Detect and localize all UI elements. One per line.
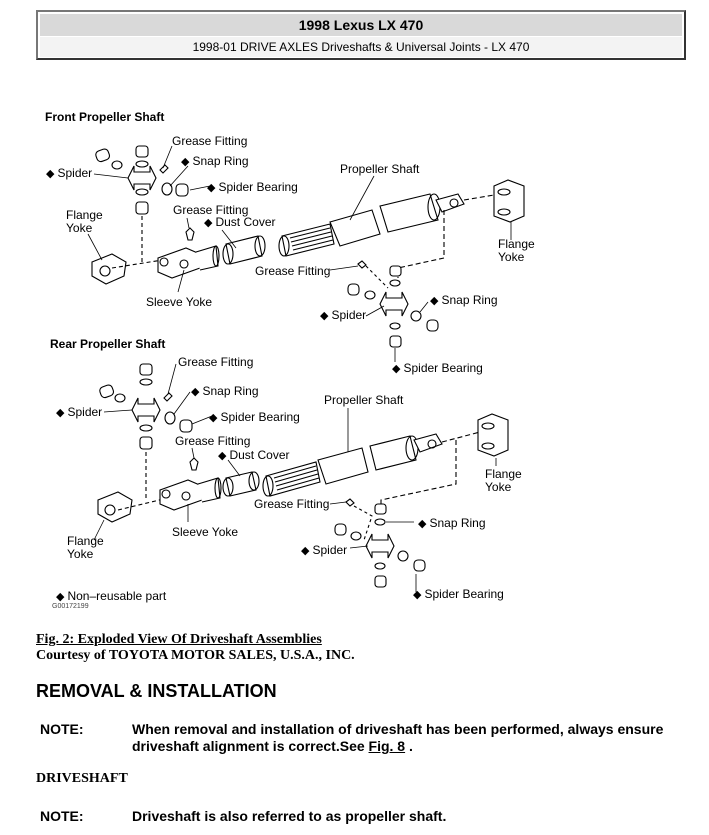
rear-label-snap-ring-2: Snap Ring — [418, 516, 486, 531]
front-grease-fitting — [185, 227, 195, 241]
front-label-snap-ring-2: Snap Ring — [430, 293, 498, 308]
figure-caption-courtesy: Courtesy of TOYOTA MOTOR SALES, U.S.A., … — [36, 648, 355, 663]
document-header: 1998 Lexus LX 470 1998-01 DRIVE AXLES Dr… — [36, 10, 686, 60]
legend-non-reusable: Non–reusable part — [56, 589, 166, 604]
rear-label-dust-cover: Dust Cover — [218, 448, 290, 463]
front-label-spider-2: Spider — [320, 308, 366, 323]
non-reusable-icon — [207, 180, 218, 194]
non-reusable-icon — [320, 308, 331, 322]
front-dust-cover — [222, 235, 266, 265]
rear-flange-yoke-2 — [477, 413, 509, 457]
rear-label-sleeve-yoke: Sleeve Yoke — [172, 525, 239, 539]
rear-label-spider-bearing-1: Spider Bearing — [209, 410, 300, 425]
front-label-spider-1: Spider — [46, 166, 92, 181]
rear-propeller-shaft-title: Rear Propeller Shaft — [50, 337, 166, 351]
front-propeller-shaft-title: Front Propeller Shaft — [45, 110, 165, 124]
subsection-heading: DRIVESHAFT — [36, 771, 128, 786]
front-leader-lines — [87, 145, 512, 362]
section-heading: REMOVAL & INSTALLATION — [36, 681, 277, 701]
rear-propeller-shaft — [262, 431, 481, 504]
front-sleeve-yoke — [157, 245, 220, 279]
rear-dust-cover — [222, 471, 260, 497]
fig-8-link[interactable]: Fig. 8 — [368, 738, 406, 754]
rear-label-snap-ring-1: Snap Ring — [191, 384, 259, 399]
front-propeller-shaft — [278, 193, 501, 278]
figure-caption-title: Fig. 2: Exploded View Of Driveshaft Asse… — [36, 632, 322, 647]
front-spider-assembly-1 — [95, 145, 189, 262]
note-text: When removal and installation of drivesh… — [132, 721, 664, 754]
rear-leader-lines — [93, 363, 497, 592]
rear-label-spider-2: Spider — [301, 543, 347, 558]
driveshaft-diagram — [87, 145, 525, 592]
front-label-flange-yoke-1: Flange Yoke — [66, 208, 103, 235]
front-label-spider-bearing-2: Spider Bearing — [392, 361, 483, 376]
non-reusable-icon — [418, 516, 429, 530]
non-reusable-icon — [218, 448, 229, 462]
figure-code: G00172199 — [52, 603, 89, 610]
non-reusable-icon — [392, 361, 403, 375]
front-label-sleeve-yoke: Sleeve Yoke — [146, 295, 213, 309]
rear-sleeve-yoke — [159, 477, 222, 511]
rear-label-grease-fitting-1: Grease Fitting — [178, 355, 254, 369]
rear-label-grease-fitting-2: Grease Fitting — [175, 434, 251, 448]
front-label-flange-yoke-2: Flange Yoke — [498, 237, 535, 264]
non-reusable-icon — [209, 410, 220, 424]
non-reusable-icon — [181, 154, 192, 168]
front-label-grease-fitting-3: Grease Fitting — [255, 264, 331, 278]
non-reusable-icon — [46, 166, 57, 180]
rear-label-spider-1: Spider — [56, 405, 102, 420]
front-spider-assembly-2 — [347, 260, 439, 348]
non-reusable-icon — [430, 293, 441, 307]
front-label-spider-bearing-1: Spider Bearing — [207, 180, 298, 195]
non-reusable-icon — [301, 543, 312, 557]
note-text: Driveshaft is also referred to as propel… — [132, 808, 447, 824]
non-reusable-icon — [56, 405, 67, 419]
non-reusable-icon — [204, 215, 215, 229]
note-label: NOTE: — [40, 808, 84, 824]
non-reusable-icon — [413, 587, 424, 601]
rear-spider-assembly-1 — [99, 363, 193, 500]
rear-label-flange-yoke-1: Flange Yoke — [67, 534, 104, 561]
rear-spider-assembly-2 — [334, 498, 426, 588]
note-label: NOTE: — [40, 721, 84, 737]
rear-label-grease-fitting-3: Grease Fitting — [254, 497, 330, 511]
front-label-snap-ring-1: Snap Ring — [181, 154, 249, 169]
front-label-dust-cover: Dust Cover — [204, 215, 276, 230]
front-flange-yoke-2 — [493, 179, 525, 223]
figure-caption: Fig. 2: Exploded View Of Driveshaft Asse… — [36, 632, 355, 664]
document-subtitle: 1998-01 DRIVE AXLES Driveshafts & Univer… — [40, 37, 682, 57]
non-reusable-icon — [191, 384, 202, 398]
rear-label-spider-bearing-2: Spider Bearing — [413, 587, 504, 602]
front-flange-yoke-1 — [91, 253, 176, 285]
front-label-propeller-shaft: Propeller Shaft — [340, 162, 420, 176]
document-title: 1998 Lexus LX 470 — [40, 14, 682, 36]
exploded-view-figure: Front Propeller Shaft Grease Fitting Sna… — [45, 110, 535, 611]
non-reusable-icon — [56, 589, 67, 603]
rear-label-propeller-shaft: Propeller Shaft — [324, 393, 404, 407]
front-label-grease-fitting-1: Grease Fitting — [172, 134, 248, 148]
front-label-grease-fitting-2: Grease Fitting — [173, 203, 249, 217]
rear-label-flange-yoke-2: Flange Yoke — [485, 467, 522, 494]
rear-grease-fitting — [189, 457, 199, 471]
